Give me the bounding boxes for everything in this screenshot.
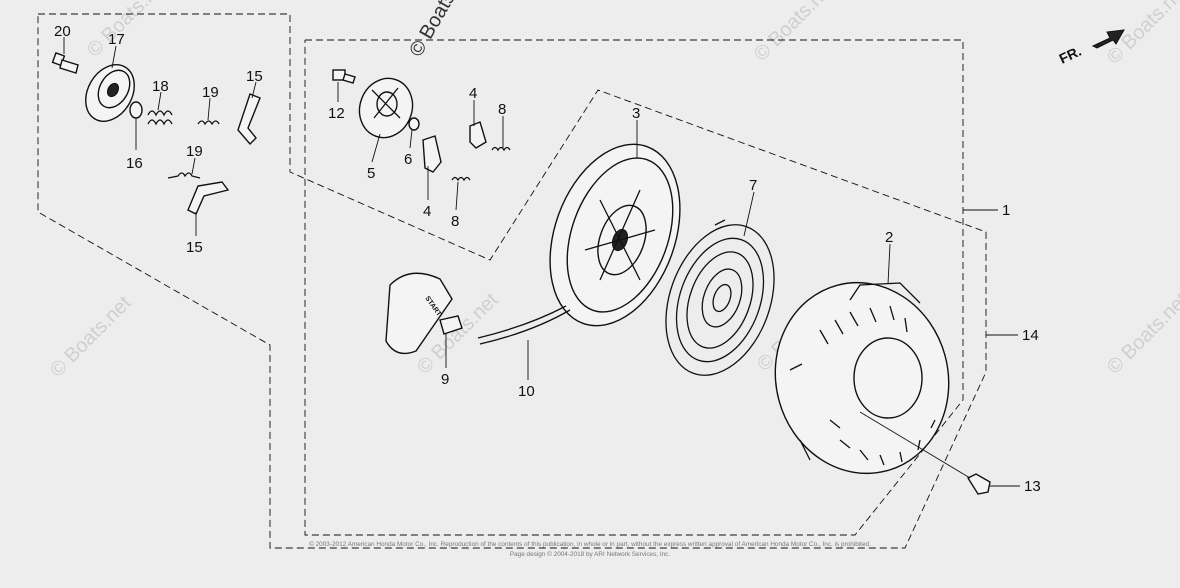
callout-19-lower: 19 <box>186 143 203 160</box>
part-6-spring-ring <box>408 117 420 131</box>
callout-1: 1 <box>1002 202 1010 219</box>
part-20-bolt <box>51 52 79 74</box>
copyright-line-2: Page design © 2004-2018 by ARI Network S… <box>510 550 671 558</box>
watermark-text: © Boats.net <box>83 0 173 62</box>
callout-8-lower: 8 <box>451 213 459 230</box>
copyright-line-1: © 2003-2012 American Honda Motor Co., In… <box>309 540 871 548</box>
copyright-footer: © 2003-2012 American Honda Motor Co., In… <box>309 540 871 558</box>
callout-4-lower: 4 <box>423 203 431 220</box>
part-16-washer <box>129 101 143 119</box>
part-7-recoil-spring <box>665 219 775 376</box>
part-13-flange-bolt <box>966 473 991 495</box>
part-15-pawl-upper <box>237 93 261 146</box>
callout-20: 20 <box>54 23 71 40</box>
callout-12: 12 <box>328 105 345 122</box>
callout-13: 13 <box>1024 478 1041 495</box>
callout-labels: 20 17 18 16 19 19 15 15 12 5 6 4 8 4 8 3… <box>54 23 1041 495</box>
part-4-ratchet-lower <box>422 135 442 173</box>
callout-15-lower: 15 <box>186 239 203 256</box>
callout-6: 6 <box>404 151 412 168</box>
watermark-text: © Boats.net <box>46 292 136 382</box>
watermark-text: © Boats.net <box>405 0 477 60</box>
part-9-starter-grip: START <box>385 272 463 355</box>
part-4-ratchet-upper <box>469 121 487 149</box>
part-18-spring <box>147 110 173 126</box>
part-12-bolt <box>332 69 356 84</box>
leader-lines <box>63 37 1020 487</box>
part-3-starter-reel <box>549 143 681 327</box>
part-10-starter-rope <box>477 305 571 345</box>
callout-8-upper: 8 <box>498 101 506 118</box>
front-direction-label: FR. <box>1057 43 1084 67</box>
part-15-pawl-lower <box>187 181 230 215</box>
callout-9: 9 <box>441 371 449 388</box>
callout-18: 18 <box>152 78 169 95</box>
part-19-spring-upper <box>197 120 220 126</box>
front-arrow-icon <box>1091 29 1125 49</box>
watermark-text: © Boats.net <box>1103 289 1180 379</box>
callout-19-upper: 19 <box>202 84 219 101</box>
part-19-spring-lower <box>167 172 201 179</box>
part-5-friction-plate <box>358 77 414 139</box>
callout-15-upper: 15 <box>246 68 263 85</box>
callout-16: 16 <box>126 155 143 172</box>
callout-17: 17 <box>108 31 125 48</box>
callout-7: 7 <box>749 177 757 194</box>
callout-2: 2 <box>885 229 893 246</box>
part-8-spring-lower <box>451 176 471 182</box>
assembly-boundaries <box>37 13 987 549</box>
part-8-spring-upper <box>491 146 511 152</box>
watermark-text: © Boats.net <box>750 0 840 66</box>
part-17-ratchet-drum <box>85 64 135 122</box>
callout-14: 14 <box>1022 327 1039 344</box>
part-2-starter-case <box>774 281 950 475</box>
callout-5: 5 <box>367 165 375 182</box>
callout-4-upper: 4 <box>469 85 477 102</box>
callout-10: 10 <box>518 383 535 400</box>
callout-3: 3 <box>632 105 640 122</box>
